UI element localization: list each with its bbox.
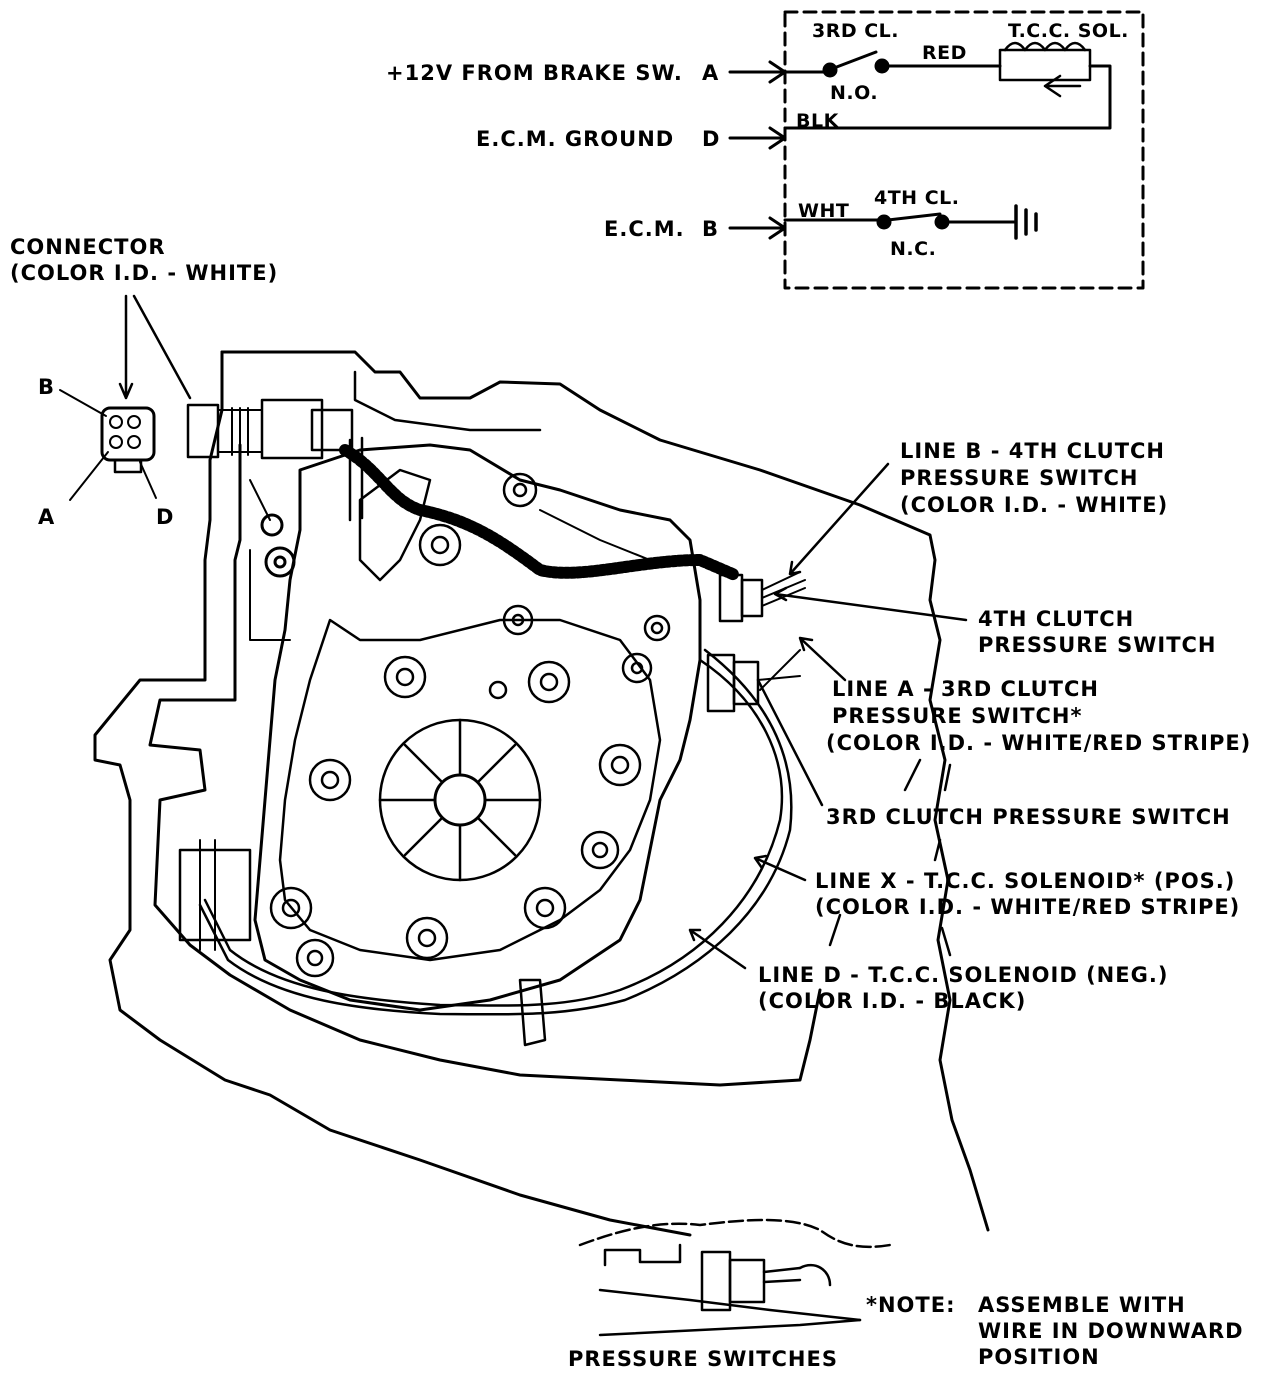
ecm-ground-label: E.C.M. GROUND bbox=[476, 127, 675, 151]
pressure-switches-caption: PRESSURE SWITCHES bbox=[568, 1347, 838, 1371]
wht-wire-label: WHT bbox=[798, 200, 850, 222]
blk-wire-label: BLK bbox=[796, 110, 839, 132]
red-wire-label: RED bbox=[922, 42, 967, 64]
ecm-pin-label: B bbox=[702, 217, 720, 241]
connector-pin-a: A bbox=[38, 505, 56, 529]
line-a-color: (COLOR I.D. - WHITE/RED STRIPE) bbox=[826, 731, 1252, 755]
tcc-sol-label: T.C.C. SOL. bbox=[1008, 20, 1129, 42]
fourth-state-label: N.C. bbox=[890, 238, 937, 260]
valve-body bbox=[178, 443, 702, 1047]
connector-drawing bbox=[59, 294, 354, 501]
wiring-schematic bbox=[728, 10, 1145, 290]
fourth-switch-title: 4TH CLUTCH bbox=[978, 607, 1135, 631]
line-a-title: LINE A - 3RD CLUTCH bbox=[832, 677, 1099, 701]
third-clutch-label: 3RD CL. bbox=[812, 20, 900, 42]
note-line-2: WIRE IN DOWNWARD bbox=[978, 1319, 1244, 1343]
transmission-case bbox=[93, 350, 990, 1237]
brake-switch-label: +12V FROM BRAKE SW. bbox=[386, 61, 683, 85]
line-b-color: (COLOR I.D. - WHITE) bbox=[900, 493, 1169, 517]
fourth-clutch-label: 4TH CL. bbox=[874, 187, 960, 209]
third-state-label: N.O. bbox=[830, 82, 879, 104]
pressure-switch-4th bbox=[718, 571, 806, 623]
ground-pin-label: D bbox=[702, 127, 721, 151]
wire-harness bbox=[198, 436, 793, 1016]
connector-color-id: (COLOR I.D. - WHITE) bbox=[10, 261, 279, 285]
line-b-switch: PRESSURE SWITCH bbox=[900, 466, 1139, 490]
line-d-title: LINE D - T.C.C. SOLENOID (NEG.) bbox=[758, 963, 1169, 987]
fourth-switch-sub: PRESSURE SWITCH bbox=[978, 633, 1217, 657]
note-line-1: ASSEMBLE WITH bbox=[978, 1293, 1186, 1317]
callout-leaders bbox=[688, 462, 968, 970]
pressure-switches-inset bbox=[578, 1218, 892, 1337]
note-line-3: POSITION bbox=[978, 1345, 1100, 1369]
third-switch-label: 3RD CLUTCH PRESSURE SWITCH bbox=[826, 805, 1231, 829]
brake-pin-label: A bbox=[702, 61, 720, 85]
line-a-switch: PRESSURE SWITCH* bbox=[832, 704, 1083, 728]
connector-title: CONNECTOR bbox=[10, 235, 166, 259]
note-prefix: *NOTE: bbox=[866, 1293, 956, 1317]
connector-pin-b: B bbox=[38, 375, 56, 399]
connector-pin-d: D bbox=[156, 505, 175, 529]
pressure-switch-3rd bbox=[706, 649, 801, 713]
line-b-title: LINE B - 4TH CLUTCH bbox=[900, 439, 1166, 463]
line-x-color: (COLOR I.D. - WHITE/RED STRIPE) bbox=[815, 895, 1241, 919]
line-x-title: LINE X - T.C.C. SOLENOID* (POS.) bbox=[815, 869, 1236, 893]
ecm-label: E.C.M. bbox=[604, 217, 685, 241]
line-d-color: (COLOR I.D. - BLACK) bbox=[758, 989, 1027, 1013]
